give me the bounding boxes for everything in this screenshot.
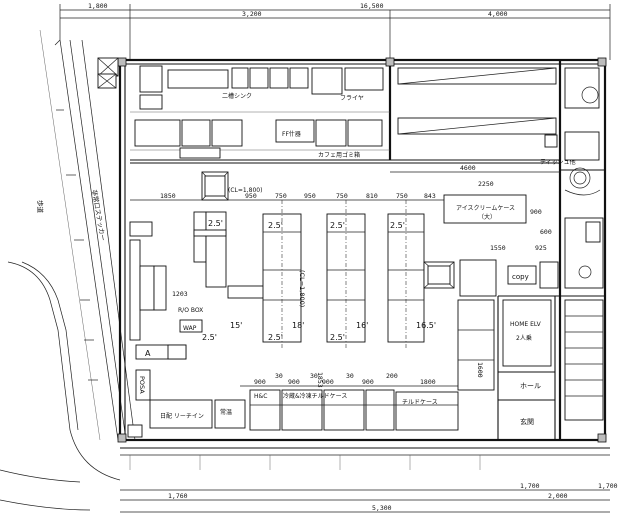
label-stair: 2人乗 — [516, 335, 532, 342]
dim-b6: 900 — [362, 378, 374, 386]
label-ro-box: R/O BOX — [178, 307, 203, 314]
h-8: 2.5' — [202, 333, 217, 342]
site-boundary: 歩道 非常口ステッカー — [0, 29, 136, 511]
h-3: 2.5' — [390, 221, 405, 230]
h-6: 16' — [356, 321, 368, 330]
sidewalk: 1,700 2,000 1,700 5,300 1,760 — [120, 447, 618, 513]
label-hall: ホール — [520, 382, 541, 390]
h-5: 18' — [292, 321, 304, 330]
dim-1550: 1550 — [490, 244, 506, 252]
hall-area: HOME ELV 2人乗 ホール 玄関 — [502, 299, 604, 426]
label-copy: copy — [512, 273, 529, 281]
dim-bottom-c: 1,700 — [598, 482, 618, 490]
right-service-area: アイスクリームケース （大） 1550 925 900 600 copy 160… — [423, 194, 604, 391]
label-wap: WAP — [183, 325, 197, 332]
dim-row-7: 750 — [396, 192, 408, 200]
bottom-cases: 900 30 900 30 900 30 900 200 1800 H&C 冷蔵… — [240, 372, 460, 431]
dim-top-3: 16,500 — [360, 2, 384, 10]
dim-row-6: 810 — [366, 192, 378, 200]
dim-bottom-a: 1,700 — [520, 482, 540, 490]
dim-900a: 900 — [530, 208, 542, 216]
counter-area: 1203 R/O BOX WAP A POSA 日配 リーチイン 常温 — [127, 221, 246, 438]
dim-row-4: 950 — [304, 192, 316, 200]
shelf-heights: 2.5' 2.5' 2.5' 2.5' 15' 18' 16' 16.5' 2.… — [202, 219, 436, 342]
dim-b8: 1800 — [420, 378, 436, 386]
back-room: ティッシュ他 — [397, 67, 605, 196]
label-fryer: フライヤ — [340, 95, 364, 102]
dim-1203: 1203 — [172, 290, 188, 298]
label-a: A — [145, 349, 151, 358]
label-cafe-sink: カフェ用ゴミ箱 — [318, 151, 360, 159]
label-reach-in: 日配 リーチイン — [160, 413, 204, 420]
h-4: 15' — [230, 321, 242, 330]
dim-top-4: 4,000 — [488, 10, 508, 18]
h-9: 2.5' — [268, 333, 283, 342]
label-ice-case-2: （大） — [478, 213, 496, 221]
dim-1853: 1853 — [316, 372, 324, 388]
walls — [117, 57, 607, 443]
h-10: 2.5' — [330, 333, 345, 342]
top-dimensions: 1,800 3,200 16,500 4,000 — [59, 2, 611, 60]
h-1: 2.5' — [268, 221, 283, 230]
dim-2250: 2250 — [478, 180, 494, 188]
label-chilled-case: 常温 — [220, 408, 232, 416]
dim-top-2: 3,200 — [242, 10, 262, 18]
street-label: 歩道 — [36, 200, 45, 214]
dim-row-8: 843 — [424, 192, 436, 200]
label-chilled2: チルドケース — [402, 399, 438, 406]
dim-b1: 30 — [275, 372, 283, 380]
center-line-label-2: (CL=1,800) — [298, 270, 306, 307]
dim-bottom-e: 1,760 — [168, 492, 188, 500]
dim-4600: 4600 — [460, 164, 476, 172]
label-multi1: 冷蔵&冷凍チルドケース — [283, 392, 347, 400]
label-hac: H&C — [254, 393, 267, 400]
dim-row-3: 750 — [275, 192, 287, 200]
label-entrance: 玄関 — [520, 417, 534, 426]
dim-b0: 900 — [254, 378, 266, 386]
label-tissue: ティッシュ他 — [540, 158, 576, 166]
dim-row-5: 750 — [336, 192, 348, 200]
center-line-label: (CL=1,800) — [228, 187, 262, 194]
label-sink: 二槽シンク — [222, 92, 252, 100]
dim-top-1: 1,800 — [88, 2, 108, 10]
dim-row-2: 950 — [245, 192, 257, 200]
h-0: 2.5' — [208, 219, 223, 228]
label-kitchen: FF什器 — [282, 130, 301, 138]
h-2: 2.5' — [330, 221, 345, 230]
dim-925: 925 — [535, 244, 547, 252]
gondola-shelves: (CL=1,800) — [193, 200, 425, 350]
label-ev: HOME ELV — [510, 321, 542, 328]
dim-b7: 200 — [386, 372, 398, 380]
h-7: 16.5' — [416, 321, 436, 330]
dim-bottom-d: 5,300 — [372, 504, 392, 512]
kitchen-area: 二槽シンク フライヤ FF什器 カフェ用ゴミ箱 — [97, 57, 390, 159]
dim-b3: 30 — [310, 372, 318, 380]
dim-b4: 900 — [322, 378, 334, 386]
dim-600: 600 — [540, 228, 552, 236]
dim-1600: 1600 — [476, 362, 484, 378]
entrance-doors — [201, 171, 229, 201]
dim-b2: 900 — [288, 378, 300, 386]
label-ice-case: アイスクリームケース — [456, 205, 515, 212]
label-posa: POSA — [138, 376, 146, 394]
dim-b5: 30 — [346, 372, 354, 380]
dim-bottom-b: 2,000 — [548, 492, 568, 500]
dim-row-0: 1850 — [160, 192, 176, 200]
